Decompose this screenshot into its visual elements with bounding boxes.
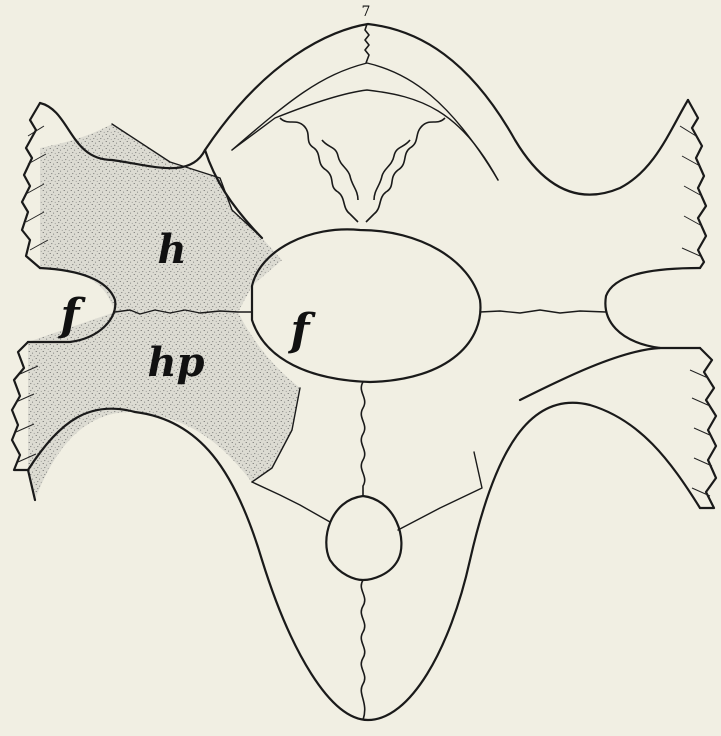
top-midline-suture [365, 24, 369, 63]
upper-inner-right-suture [374, 140, 410, 200]
right-horizontal-suture [480, 310, 606, 313]
label-hp: hp [147, 339, 204, 386]
upper-inner-left-suture [322, 140, 358, 200]
lower-right-connector [398, 452, 482, 530]
right-upper-serration [688, 100, 706, 268]
central-foramen [252, 229, 480, 382]
right-foramen [605, 268, 700, 348]
right-lower-serration [700, 348, 716, 508]
left-upper-serration [22, 103, 40, 268]
label-f-center: f [288, 305, 317, 356]
label-h: h [157, 226, 186, 273]
lower-left-connector [252, 482, 330, 522]
lower-midline-suture [361, 382, 364, 496]
upper-crossbar [232, 90, 498, 180]
upper-right-wavy-suture [366, 118, 445, 222]
h-region [40, 124, 282, 312]
lower-midline-suture-2 [361, 580, 364, 720]
right-lower-wing [520, 348, 660, 400]
lower-foramen [326, 496, 401, 580]
upper-arch-inner [232, 63, 498, 180]
figure-number: 7 [362, 4, 371, 20]
